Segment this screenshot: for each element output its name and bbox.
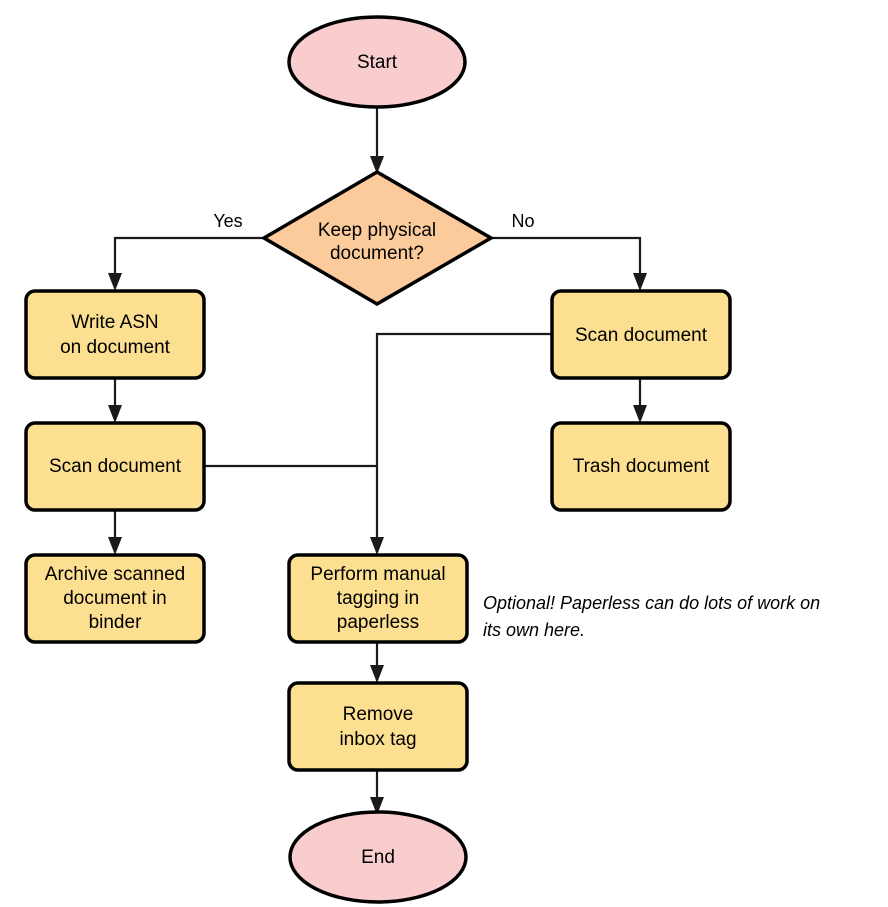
archive-label-line2: document in <box>63 588 167 609</box>
annotation-line2: its own here. <box>483 620 585 640</box>
remove-inbox-label-line1: Remove <box>343 704 414 725</box>
end-ellipse <box>288 810 468 904</box>
connector-write-asn-to-scan-left <box>108 378 122 423</box>
connector-tagging-to-remove-inbox <box>370 641 384 683</box>
node-trash-document[interactable]: Trash document <box>550 421 732 512</box>
connector-decision-yes-to-write-asn <box>108 236 264 291</box>
trash-document-box <box>550 421 732 512</box>
arrowhead <box>633 273 647 291</box>
connector-start-to-decision <box>370 103 384 174</box>
connector-scan-right-to-tagging <box>370 332 552 555</box>
write-asn-label-line2: on document <box>60 337 171 358</box>
connector-line <box>491 236 642 280</box>
scan-document-left-box <box>24 421 206 512</box>
remove-inbox-label-line2: inbox tag <box>339 729 416 750</box>
arrowhead <box>370 797 384 815</box>
arrowhead <box>633 405 647 423</box>
node-write-asn-on-document[interactable]: Write ASN on document <box>24 289 206 380</box>
decision-label-line1: Keep physical <box>318 220 436 241</box>
tagging-label-line2: tagging in <box>337 588 419 609</box>
scan-document-right-label: Scan document <box>575 325 708 346</box>
annotation-optional-note: Optional! Paperless can do lots of work … <box>483 593 820 640</box>
edge-label-no: No <box>511 211 534 231</box>
arrowhead <box>370 537 384 555</box>
archive-box <box>24 553 206 644</box>
node-start[interactable]: Start <box>287 15 467 109</box>
tagging-box <box>287 553 469 644</box>
connector-line <box>375 332 552 544</box>
decision-label-line2: document? <box>330 243 424 264</box>
end-label: End <box>361 847 395 868</box>
scan-document-right-box <box>550 289 732 380</box>
edge-label-yes: Yes <box>213 211 242 231</box>
archive-label-line3: binder <box>89 612 142 633</box>
arrowhead <box>108 273 122 291</box>
write-asn-label-line1: Write ASN <box>71 312 158 333</box>
start-ellipse <box>287 15 467 109</box>
tagging-label-line1: Perform manual <box>310 564 445 585</box>
annotation-line1: Optional! Paperless can do lots of work … <box>483 593 820 613</box>
start-label: Start <box>357 52 398 73</box>
arrowhead <box>370 665 384 683</box>
connector-line <box>113 236 264 280</box>
node-keep-physical-document-decision[interactable]: Keep physical document? <box>260 169 495 307</box>
decision-diamond <box>260 169 495 307</box>
node-end[interactable]: End <box>288 810 468 904</box>
arrowhead <box>108 405 122 423</box>
remove-inbox-box <box>287 681 469 772</box>
connector-scan-right-to-trash <box>633 378 647 423</box>
write-asn-box <box>24 289 206 380</box>
node-remove-inbox-tag[interactable]: Remove inbox tag <box>287 681 469 772</box>
scan-document-left-label: Scan document <box>49 456 182 477</box>
connector-decision-no-to-scan-right <box>491 236 647 291</box>
arrowhead <box>108 537 122 555</box>
connector-scan-left-to-archive <box>108 510 122 555</box>
node-archive-scanned-document[interactable]: Archive scanned document in binder <box>24 553 206 644</box>
node-perform-manual-tagging[interactable]: Perform manual tagging in paperless <box>287 553 469 644</box>
node-scan-document-left[interactable]: Scan document <box>24 421 206 512</box>
arrowhead <box>370 156 384 174</box>
node-scan-document-right[interactable]: Scan document <box>550 289 732 380</box>
trash-document-label: Trash document <box>573 456 710 477</box>
tagging-label-line3: paperless <box>337 612 419 633</box>
connector-remove-inbox-to-end <box>370 770 384 815</box>
archive-label-line1: Archive scanned <box>45 564 185 585</box>
